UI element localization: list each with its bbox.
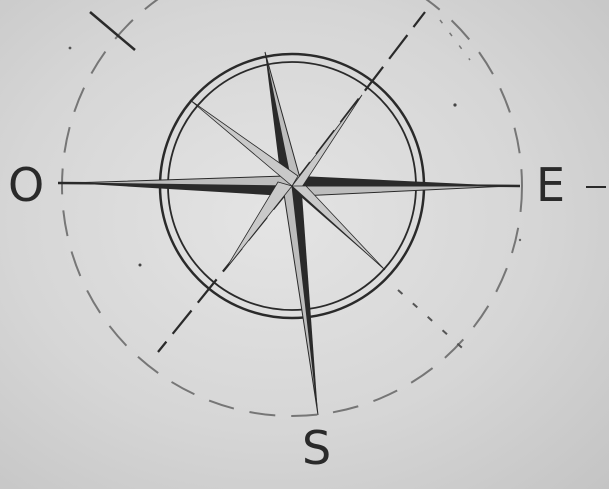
speckle (453, 103, 456, 106)
diagonal-line-nw (90, 12, 135, 50)
west-label: O (8, 162, 44, 208)
diagonal-line-se (398, 290, 470, 355)
east-point-light (292, 186, 510, 196)
cardinal-points (70, 52, 510, 415)
speckle (519, 239, 521, 241)
east-point-dark (292, 176, 510, 186)
east-label: E (536, 162, 565, 208)
speckle (139, 264, 142, 267)
southwest-point-light (225, 182, 292, 270)
northeast-point-light (292, 95, 362, 190)
diagonal-line-nw-tip (440, 20, 470, 60)
south-label: S (302, 425, 331, 471)
speckle (69, 47, 72, 50)
